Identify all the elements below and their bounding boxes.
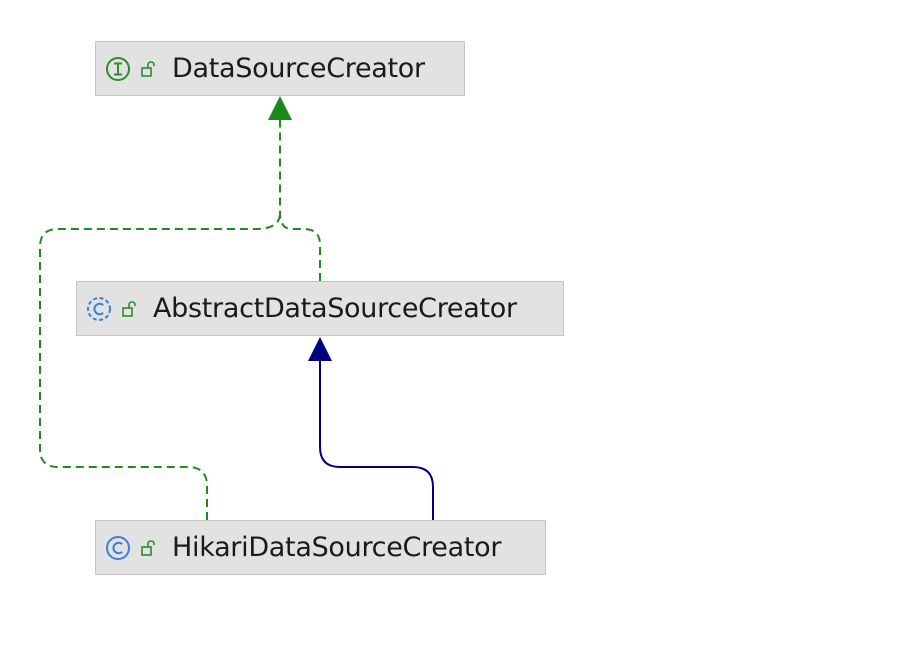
node-label: AbstractDataSourceCreator [153, 293, 517, 324]
edge-hikari-implements-datasource [39, 212, 281, 520]
public-lock-icon [140, 539, 158, 557]
class-icon [105, 535, 131, 561]
node-label: DataSourceCreator [172, 53, 425, 84]
node-label: HikariDataSourceCreator [172, 532, 502, 563]
abstract-class-icon [86, 296, 112, 322]
edge-abstract-implements-datasource [279, 120, 321, 281]
interface-icon [105, 56, 131, 82]
node-abstract-datasource-creator[interactable]: AbstractDataSourceCreator [76, 281, 564, 336]
arrowhead-extends [308, 337, 332, 361]
arrowhead-implements [268, 96, 292, 120]
edge-hikari-extends-abstract [319, 360, 434, 520]
public-lock-icon [140, 60, 158, 78]
node-datasource-creator[interactable]: DataSourceCreator [95, 41, 465, 96]
node-hikari-datasource-creator[interactable]: HikariDataSourceCreator [95, 520, 546, 575]
public-lock-icon [121, 300, 139, 318]
